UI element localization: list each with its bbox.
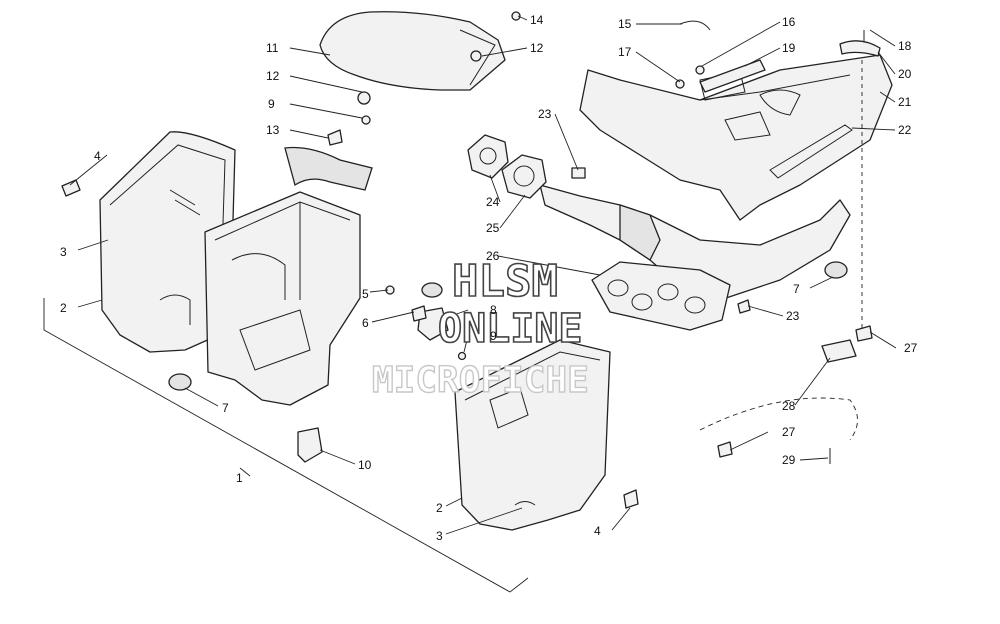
- heat-shield-top: [319, 11, 506, 91]
- exhaust-pipe: [539, 184, 851, 301]
- strap-19: [699, 59, 766, 93]
- fastener-4-right: [623, 489, 639, 509]
- callout-26: 26: [486, 249, 500, 263]
- callout-21: 21: [898, 95, 912, 109]
- callout-3-left: 3: [60, 245, 67, 259]
- callout-17: 17: [618, 45, 632, 59]
- callout-16: 16: [782, 15, 796, 29]
- clip-27-right: [855, 325, 873, 342]
- nut-9-lower: [457, 351, 467, 361]
- rubber-mount-left: [168, 373, 192, 391]
- washer-17: [675, 79, 685, 89]
- callout-9-top: 9: [268, 97, 275, 111]
- grommet-13: [327, 129, 343, 146]
- callouts: 1 2 2 3 3 4 4 5 6 7 7 8 9 9 10 11 12 12 …: [60, 13, 918, 543]
- callout-27-lower: 27: [782, 425, 796, 439]
- heat-shield-lower: [454, 339, 611, 531]
- callout-28: 28: [782, 399, 796, 413]
- nut-16: [695, 65, 705, 75]
- callout-6: 6: [362, 316, 369, 330]
- clamp-15: [679, 20, 711, 31]
- callout-22: 22: [898, 123, 912, 137]
- bracket-28: [821, 339, 857, 363]
- callout-11: 11: [266, 41, 279, 55]
- washer-12-top: [470, 50, 482, 62]
- rubber-mount-right: [824, 261, 848, 279]
- clamp-6: [411, 305, 427, 322]
- routing-dashed-line: [699, 397, 858, 441]
- callout-13: 13: [266, 123, 280, 137]
- callout-4-right: 4: [594, 524, 601, 538]
- callout-8: 8: [490, 303, 497, 317]
- assembly-bracket-1: [43, 298, 529, 593]
- manifold-gasket-26: [591, 261, 731, 331]
- callout-29: 29: [782, 453, 796, 467]
- callout-9-lower: 9: [490, 329, 497, 343]
- callout-27-right: 27: [904, 341, 918, 355]
- callout-1: 1: [236, 471, 243, 485]
- callout-19: 19: [782, 41, 796, 55]
- watermark-microfiche: MICROFICHE: [372, 360, 589, 401]
- callout-2-left: 2: [60, 301, 67, 315]
- nut-9: [361, 115, 371, 125]
- callout-12-left: 12: [266, 69, 280, 83]
- watermark-online: ONLINE: [438, 306, 583, 352]
- gasket-25: [501, 154, 547, 199]
- callout-18: 18: [898, 39, 912, 53]
- fastener-4-left: [61, 179, 81, 197]
- callout-23-top: 23: [538, 107, 552, 121]
- callout-24: 24: [486, 195, 500, 209]
- callout-14: 14: [530, 13, 544, 27]
- gasket-24-hole: [479, 147, 497, 165]
- callout-15: 15: [618, 17, 632, 31]
- callout-23-lower: 23: [786, 309, 800, 323]
- callout-7-right: 7: [793, 282, 800, 296]
- spacer-20: [839, 40, 881, 57]
- clip-27-lower: [717, 441, 733, 458]
- heat-shield-left: [99, 131, 236, 353]
- callout-10: 10: [358, 458, 372, 472]
- leader-lines: [69, 15, 897, 535]
- callout-7-left: 7: [222, 401, 229, 415]
- muffler: [204, 146, 373, 406]
- exhaust-manifold-shield: [579, 54, 893, 221]
- bolt-23-lower: [737, 299, 751, 314]
- nut-14: [511, 11, 521, 21]
- gasket-24: [467, 134, 509, 179]
- callout-4-left: 4: [94, 149, 101, 163]
- stud-23-top: [571, 167, 586, 179]
- callout-25: 25: [486, 221, 500, 235]
- callout-12-right: 12: [530, 41, 544, 55]
- callout-3-lower: 3: [436, 529, 443, 543]
- isolator-8: [421, 282, 443, 298]
- callout-2-lower: 2: [436, 501, 443, 515]
- watermark-hlsm: HLSM: [452, 256, 558, 307]
- callout-20: 20: [898, 67, 912, 81]
- callout-5: 5: [362, 287, 369, 301]
- muffler-bracket: [297, 427, 323, 463]
- watermark: HLSM ONLINE MICROFICHE: [371, 255, 589, 402]
- washer-12: [357, 91, 371, 105]
- gasket-25-hole: [513, 165, 535, 187]
